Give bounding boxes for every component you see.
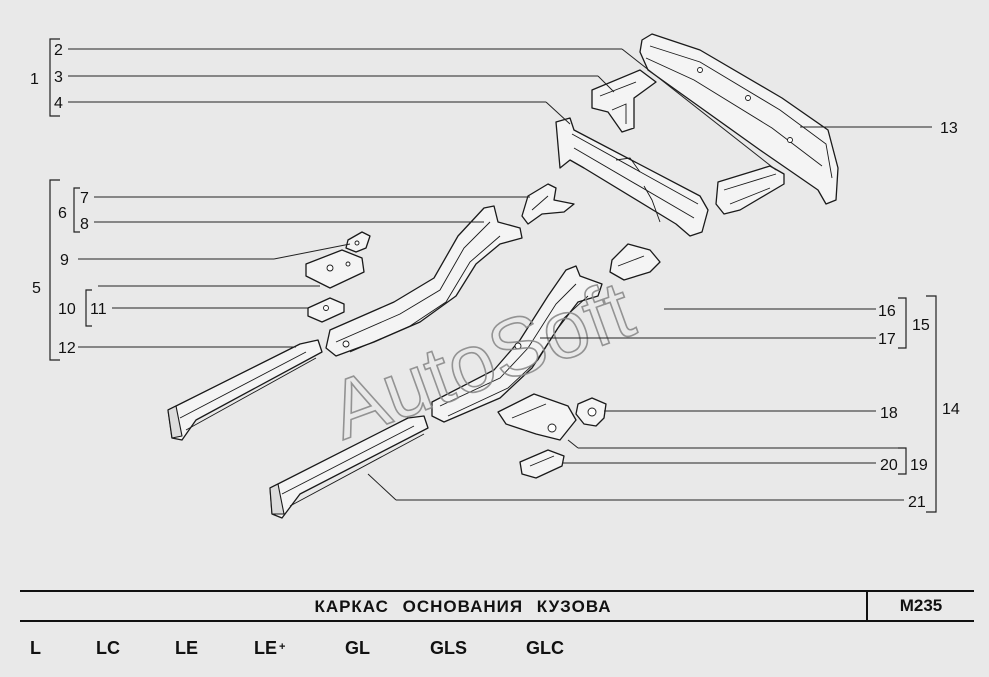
part-2-bracket bbox=[715, 165, 785, 215]
trim-lc: LC bbox=[96, 638, 120, 658]
callout-8: 8 bbox=[80, 216, 89, 233]
part-8-left-rail bbox=[325, 205, 523, 357]
watermark: AutoSoft bbox=[317, 263, 646, 458]
callout-7: 7 bbox=[80, 190, 89, 207]
callout-12: 12 bbox=[58, 340, 76, 357]
callout-1: 1 bbox=[30, 71, 39, 88]
part-9-clip bbox=[345, 231, 371, 253]
part-7-plate bbox=[521, 183, 575, 225]
trim-gl: GL bbox=[345, 638, 370, 658]
callout-11: 11 bbox=[90, 301, 107, 318]
callout-17: 17 bbox=[878, 331, 896, 348]
callout-21: 21 bbox=[908, 494, 926, 511]
trim-l: L bbox=[30, 638, 41, 658]
callout-10: 10 bbox=[58, 301, 76, 318]
callout-labels: 1 2 3 4 5 6 7 8 9 10 11 12 13 14 15 16 1… bbox=[30, 42, 960, 511]
part-10-plate bbox=[305, 249, 365, 289]
callout-5: 5 bbox=[32, 280, 41, 297]
trim-le: LE bbox=[175, 638, 199, 658]
part-18-bracket bbox=[575, 397, 607, 427]
callout-20: 20 bbox=[880, 457, 898, 474]
callout-18: 18 bbox=[880, 405, 898, 422]
callout-3: 3 bbox=[54, 69, 63, 86]
callout-14: 14 bbox=[942, 401, 960, 418]
trim-le-plus-mark: + bbox=[279, 641, 286, 653]
part-16-bracket bbox=[609, 243, 661, 281]
part-19-floor-plate bbox=[497, 393, 577, 441]
callout-6: 6 bbox=[58, 205, 67, 222]
trim-le-plus: LE+ bbox=[254, 638, 286, 658]
callout-16: 16 bbox=[878, 303, 896, 320]
leader-lines bbox=[68, 48, 932, 501]
callout-brackets bbox=[49, 38, 937, 513]
title-bar: КАРКАС ОСНОВАНИЯ КУЗОВА М235 bbox=[20, 590, 974, 622]
part-20-reinforcement bbox=[519, 449, 565, 479]
part-4-crossmember bbox=[555, 117, 709, 237]
part-11-reinforcement bbox=[307, 297, 345, 323]
part-21-right-sill bbox=[269, 415, 429, 519]
page-code: М235 bbox=[899, 596, 943, 615]
callout-4: 4 bbox=[54, 95, 63, 112]
callout-13: 13 bbox=[940, 120, 958, 137]
part-13-rear-crossmember bbox=[639, 33, 839, 205]
callout-2: 2 bbox=[54, 42, 63, 59]
callout-19: 19 bbox=[910, 457, 928, 474]
trim-gls: GLS bbox=[430, 638, 468, 658]
part-12-left-sill bbox=[167, 339, 323, 441]
trim-glc: GLC bbox=[526, 638, 564, 658]
part-17-right-rail bbox=[431, 265, 603, 423]
diagram-title: КАРКАС ОСНОВАНИЯ КУЗОВА bbox=[20, 592, 868, 620]
callout-9: 9 bbox=[60, 252, 69, 269]
callout-15: 15 bbox=[912, 317, 930, 334]
svg-text:AutoSoft: AutoSoft bbox=[318, 264, 645, 457]
parts-diagram: AutoSoft bbox=[30, 33, 960, 519]
